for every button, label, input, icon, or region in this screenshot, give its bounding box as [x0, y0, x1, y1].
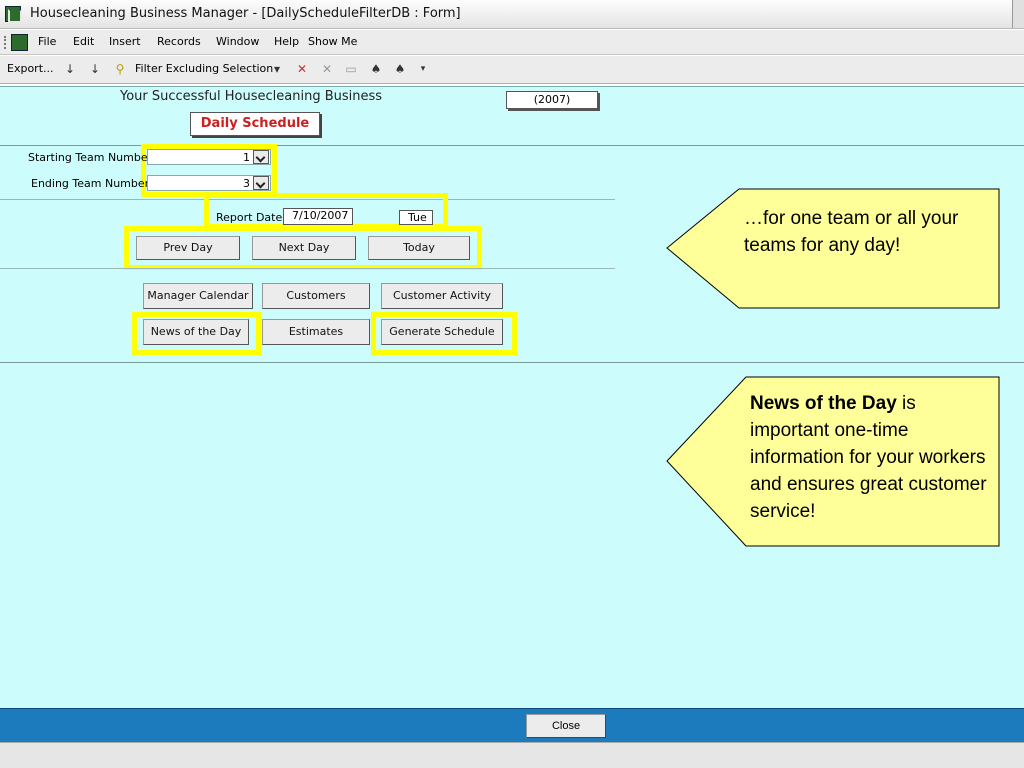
- customers-button[interactable]: Customers: [262, 283, 370, 309]
- remove-filter-icon[interactable]: ✕: [296, 62, 308, 76]
- find-next-icon[interactable]: ♠: [394, 62, 406, 76]
- new-record-icon[interactable]: ▭: [345, 62, 357, 76]
- callout-arrow-shape: [666, 376, 1000, 547]
- divider: [0, 199, 615, 200]
- sort-ascending-icon[interactable]: ↓: [64, 62, 76, 76]
- day-field: Tue: [399, 210, 433, 225]
- delete-record-icon[interactable]: ✕: [321, 62, 333, 76]
- sort-descending-icon[interactable]: ↓: [89, 62, 101, 76]
- find-icon[interactable]: ♠: [370, 62, 382, 76]
- business-heading: Your Successful Housecleaning Business: [120, 89, 383, 104]
- ending-team-label: Ending Team Number: [31, 177, 150, 190]
- window-edge: [1012, 0, 1024, 28]
- callout-two-rest: is important one-time information for yo…: [750, 393, 987, 522]
- report-date-label: Report Date: [216, 211, 283, 224]
- customer-activity-button[interactable]: Customer Activity: [381, 283, 503, 309]
- divider: [0, 145, 1024, 146]
- ending-team-combo[interactable]: 3: [147, 175, 271, 191]
- menu-insert[interactable]: Insert: [109, 35, 141, 48]
- status-bar: [0, 742, 1024, 768]
- filter-excluding-selection-button[interactable]: Filter Excluding Selection: [135, 62, 274, 75]
- menu-file[interactable]: File: [38, 35, 57, 48]
- menu-window[interactable]: Window: [216, 35, 260, 48]
- close-button[interactable]: Close: [526, 714, 606, 738]
- app-icon: [5, 6, 22, 23]
- ending-team-value: 3: [243, 177, 250, 190]
- export-button[interactable]: Export...: [7, 62, 54, 75]
- window-title: Housecleaning Business Manager - [DailyS…: [30, 6, 461, 21]
- generate-schedule-button[interactable]: Generate Schedule: [381, 319, 503, 345]
- form-title: Daily Schedule: [190, 112, 320, 136]
- chevron-down-icon[interactable]: [253, 176, 269, 190]
- filter-by-selection-icon[interactable]: ⚲: [115, 62, 125, 76]
- divider: [0, 268, 615, 269]
- divider: [0, 362, 1024, 363]
- menu-records[interactable]: Records: [157, 35, 201, 48]
- today-button[interactable]: Today: [368, 236, 470, 260]
- news-of-the-day-button[interactable]: News of the Day: [143, 319, 249, 345]
- toolbar: Export... ↓ ↓ ⚲ Filter Excluding Selecti…: [0, 56, 1024, 84]
- toolbar-options-icon[interactable]: ▾: [420, 64, 426, 74]
- chevron-down-icon[interactable]: [253, 150, 269, 164]
- starting-team-value: 1: [243, 151, 250, 164]
- estimates-button[interactable]: Estimates: [262, 319, 370, 345]
- prev-day-button[interactable]: Prev Day: [136, 236, 240, 260]
- menu-help[interactable]: Help: [274, 35, 300, 48]
- starting-team-label: Starting Team Number: [28, 151, 153, 164]
- year-box: (2007): [506, 91, 598, 109]
- next-day-button[interactable]: Next Day: [252, 236, 356, 260]
- menu-bar: File Edit Insert Records Window Help Sho…: [0, 30, 1024, 55]
- menu-grip-icon[interactable]: [4, 36, 7, 49]
- report-date-field[interactable]: 7/10/2007: [283, 208, 353, 225]
- manager-calendar-button[interactable]: Manager Calendar: [143, 283, 253, 309]
- filter-by-form-icon[interactable]: ▾: [273, 62, 281, 76]
- menu-show-me[interactable]: Show Me: [308, 35, 358, 48]
- callout-two-text: News of the Day is important one-time in…: [750, 390, 995, 525]
- footer-bar: Close: [0, 708, 1024, 742]
- daily-schedule-form: Your Successful Housecleaning Business (…: [0, 86, 1024, 768]
- callout-one-text: …for one team or all your teams for any …: [744, 208, 959, 256]
- callout-arrow-shape: [666, 188, 1000, 309]
- highlight-news-of-the-day: [132, 312, 261, 355]
- callout-two-bold: News of the Day: [750, 393, 897, 414]
- starting-team-combo[interactable]: 1: [147, 149, 271, 165]
- highlight-generate-schedule: [371, 312, 517, 355]
- callout-news-of-the-day: News of the Day is important one-time in…: [666, 376, 1001, 548]
- form-icon[interactable]: [11, 34, 28, 51]
- callout-one-team-or-all: …for one team or all your teams for any …: [666, 188, 1001, 310]
- menu-edit[interactable]: Edit: [73, 35, 95, 48]
- highlight-day-navigation: [124, 226, 482, 270]
- title-bar: Housecleaning Business Manager - [DailyS…: [0, 0, 1024, 29]
